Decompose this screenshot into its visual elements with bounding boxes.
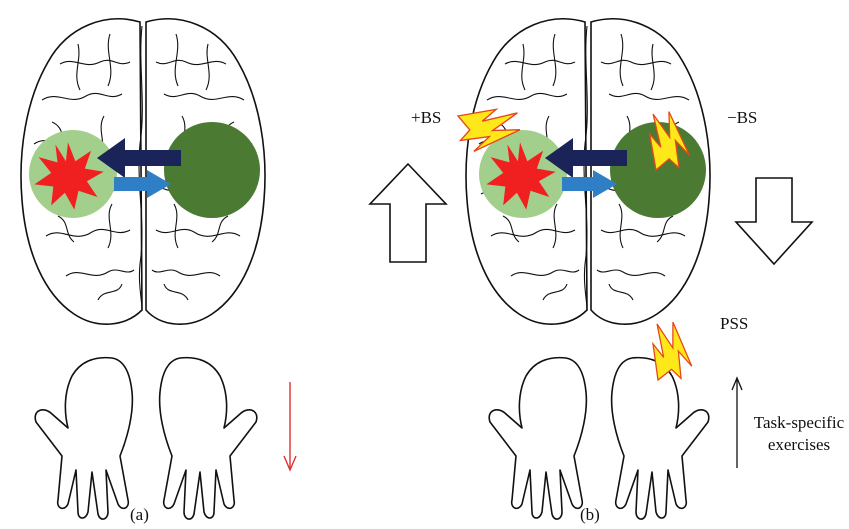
minus-bs-label: −BS [727,108,757,128]
pss-label: PSS [720,314,748,334]
panel-b [447,19,742,519]
exercise-label-line-2: exercises [749,434,849,456]
decrease-hollow-arrow [736,178,812,264]
caption-b: (b) [580,505,600,525]
exercise-label: Task-specific exercises [749,412,849,456]
panel-a [21,19,296,519]
exercise-label-line-1: Task-specific [749,412,849,434]
plus-bs-label: +BS [411,108,441,128]
hand-right-b [612,358,709,519]
hand-left-b [489,358,586,519]
caption-a: (a) [130,505,149,525]
increase-hollow-arrow [370,164,446,262]
decrease-arrow [284,382,296,470]
healthy-hemisphere-a [164,122,260,218]
hand-right-a [160,358,257,519]
exercise-up-arrow [732,378,742,468]
hand-left-a [35,358,132,519]
